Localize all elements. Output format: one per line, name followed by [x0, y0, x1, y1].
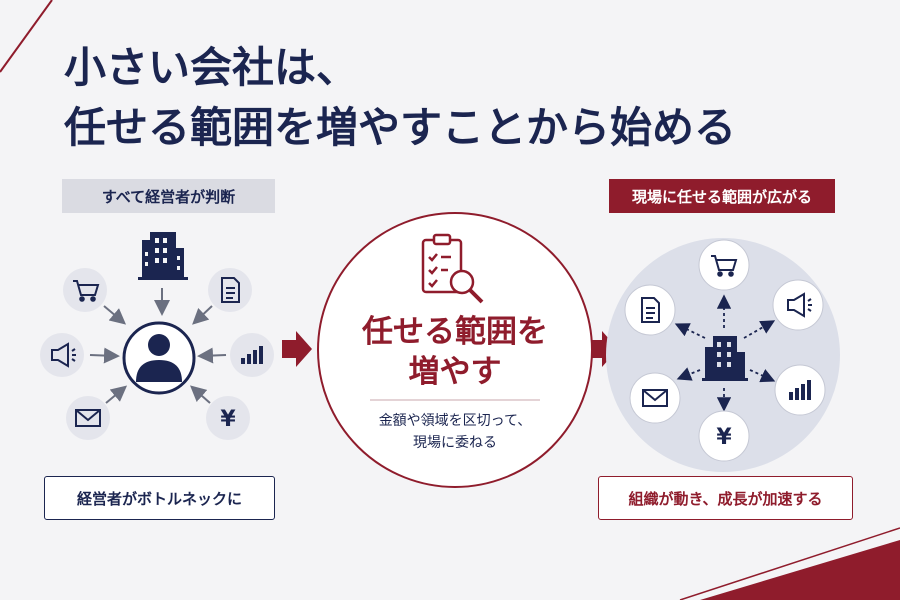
right-cluster: ¥ — [606, 238, 840, 472]
right-megaphone-icon — [787, 292, 812, 318]
mail-icon — [75, 409, 101, 427]
right-footer-label: 組織が動き、成長が加速する — [598, 476, 853, 520]
center-sub-line-2: 現場に委ねる — [413, 435, 497, 451]
center-subtext: 金額や領域を区切って、 現場に委ねる — [345, 410, 565, 454]
center-to-right-arrow — [588, 331, 618, 367]
left-cluster: ¥ — [40, 232, 274, 440]
title-line-1: 小さい会社は、 — [64, 43, 359, 92]
center-circle — [317, 212, 593, 488]
right-mail-icon — [642, 389, 668, 407]
yen-icon: ¥ — [220, 407, 236, 432]
right-building-icon — [702, 336, 748, 381]
document-icon — [221, 277, 240, 303]
corner-line-decoration — [0, 0, 53, 73]
title-line-2: 任せる範囲を増やすことから始める — [64, 103, 737, 152]
right-bar-chart-icon — [789, 380, 811, 400]
clipboard-search-icon — [421, 233, 484, 304]
right-header-label: 現場に任せる範囲が広がる — [609, 179, 835, 213]
left-inbound-arrows — [89, 305, 227, 404]
megaphone-icon — [51, 342, 76, 368]
right-document-icon — [641, 297, 660, 323]
center-title-line-2: 増やす — [408, 354, 502, 390]
left-header-label: すべて経営者が判断 — [62, 179, 275, 213]
right-cart-icon — [711, 255, 738, 277]
corner-stripe-decoration — [679, 527, 900, 600]
person-icon — [136, 334, 182, 382]
left-footer-label: 経営者がボトルネックに — [44, 476, 275, 520]
right-yen-icon: ¥ — [716, 425, 732, 450]
bar-chart-icon — [241, 346, 263, 364]
center-title-line-1: 任せる範囲を — [362, 314, 548, 350]
center-sub-line-1: 金額や領域を区切って、 — [378, 413, 532, 429]
cart-icon — [73, 280, 100, 302]
right-outbound-arrows — [674, 294, 776, 412]
manager-circle — [122, 321, 196, 395]
left-to-center-arrow — [282, 331, 312, 367]
center-title: 任せる範囲を 増やす — [325, 312, 585, 392]
building-icon — [138, 232, 188, 280]
page-title: 小さい会社は、 任せる範囲を増やすことから始める — [64, 38, 736, 158]
